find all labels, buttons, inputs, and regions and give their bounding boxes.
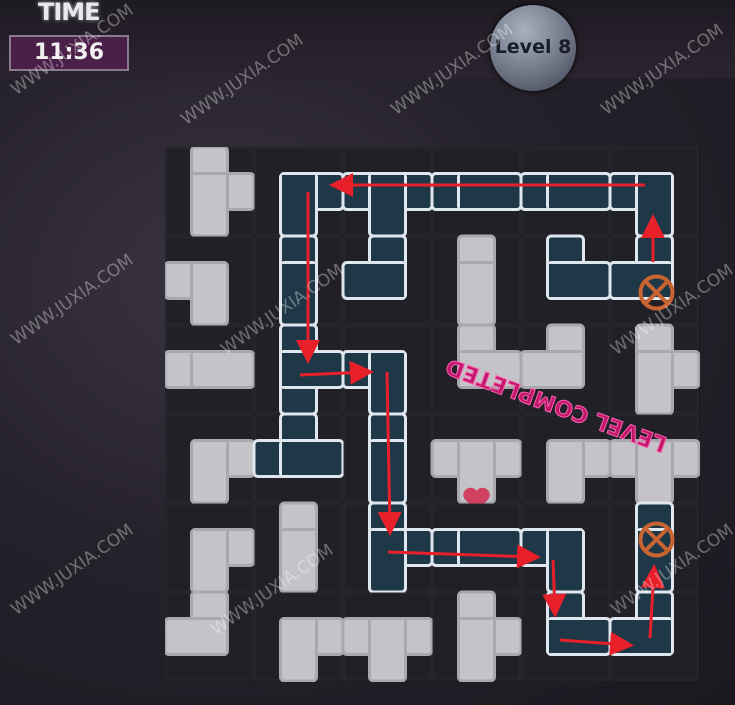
pipe-joint xyxy=(460,531,493,564)
pipe-tile[interactable] xyxy=(165,590,254,681)
pipe-joint xyxy=(193,264,226,297)
pipe-joint xyxy=(282,620,315,653)
pipe-joint xyxy=(193,442,226,475)
pipe-joint xyxy=(193,175,226,208)
pipe-tile[interactable] xyxy=(341,147,434,238)
pipe-tile[interactable] xyxy=(432,234,521,327)
arrow xyxy=(559,631,634,656)
pipe-joint xyxy=(371,264,404,297)
pipe-tile[interactable] xyxy=(430,147,523,236)
pipe-joint xyxy=(549,531,582,564)
pipe-joint xyxy=(638,353,671,386)
valve-icon[interactable] xyxy=(638,274,675,311)
pipe-joint xyxy=(460,620,493,653)
pipe-tile[interactable] xyxy=(608,414,700,505)
pipe-tile[interactable] xyxy=(521,590,612,681)
pipe-tile[interactable] xyxy=(165,147,256,238)
time-label: TIME xyxy=(38,0,101,26)
pipe-tile[interactable] xyxy=(165,414,256,505)
pipe-tile[interactable] xyxy=(432,323,523,414)
pipe-tile[interactable] xyxy=(165,236,254,327)
pipe-tile[interactable] xyxy=(252,412,345,503)
valve-cross xyxy=(644,527,669,552)
pipe-tile[interactable] xyxy=(521,414,612,505)
pipe-joint xyxy=(549,442,582,475)
pipe-tile[interactable] xyxy=(610,323,700,416)
pipe-tile[interactable] xyxy=(254,501,343,594)
time-value: 11:36 xyxy=(9,35,129,71)
pipe-tile[interactable] xyxy=(521,234,612,325)
pipe-tile[interactable] xyxy=(343,412,432,505)
pipe-grid xyxy=(165,147,700,682)
pipe-joint xyxy=(371,531,404,564)
pipe-joint xyxy=(371,620,404,653)
pipe-joint xyxy=(638,620,671,653)
arrow xyxy=(387,544,541,569)
pipe-joint xyxy=(549,175,582,208)
pipe-joint xyxy=(460,353,493,386)
pipe-tile[interactable] xyxy=(432,590,523,682)
pipe-tile[interactable] xyxy=(430,414,523,511)
pipe-tile[interactable] xyxy=(254,592,345,682)
level-badge: Level 8 xyxy=(490,5,576,91)
pipe-joint xyxy=(549,264,582,297)
pipe-tile[interactable] xyxy=(165,325,256,414)
pipe-joint xyxy=(282,531,315,564)
heart-icon xyxy=(463,487,490,511)
arrow xyxy=(377,371,402,536)
valve-cross xyxy=(644,280,669,305)
pipe-tile[interactable] xyxy=(519,323,610,414)
arrow xyxy=(542,559,567,618)
pipe-joint xyxy=(193,353,226,386)
arrow xyxy=(640,564,665,639)
pipe-joint xyxy=(460,442,493,475)
pipe-joint xyxy=(282,442,315,475)
pipe-joint xyxy=(460,264,493,297)
pipe-joint xyxy=(193,620,226,653)
pipe-joint xyxy=(638,175,671,208)
pipe-tile[interactable] xyxy=(341,592,434,682)
pipe-joint xyxy=(638,442,671,475)
arrow xyxy=(299,360,374,385)
pipe-joint xyxy=(549,620,582,653)
pipe-joint xyxy=(193,531,226,564)
valve-icon[interactable] xyxy=(638,521,675,558)
pipe-tile[interactable] xyxy=(341,234,432,325)
pipe-joint xyxy=(460,175,493,208)
pipe-joint xyxy=(549,353,582,386)
pipe-joint xyxy=(371,175,404,208)
